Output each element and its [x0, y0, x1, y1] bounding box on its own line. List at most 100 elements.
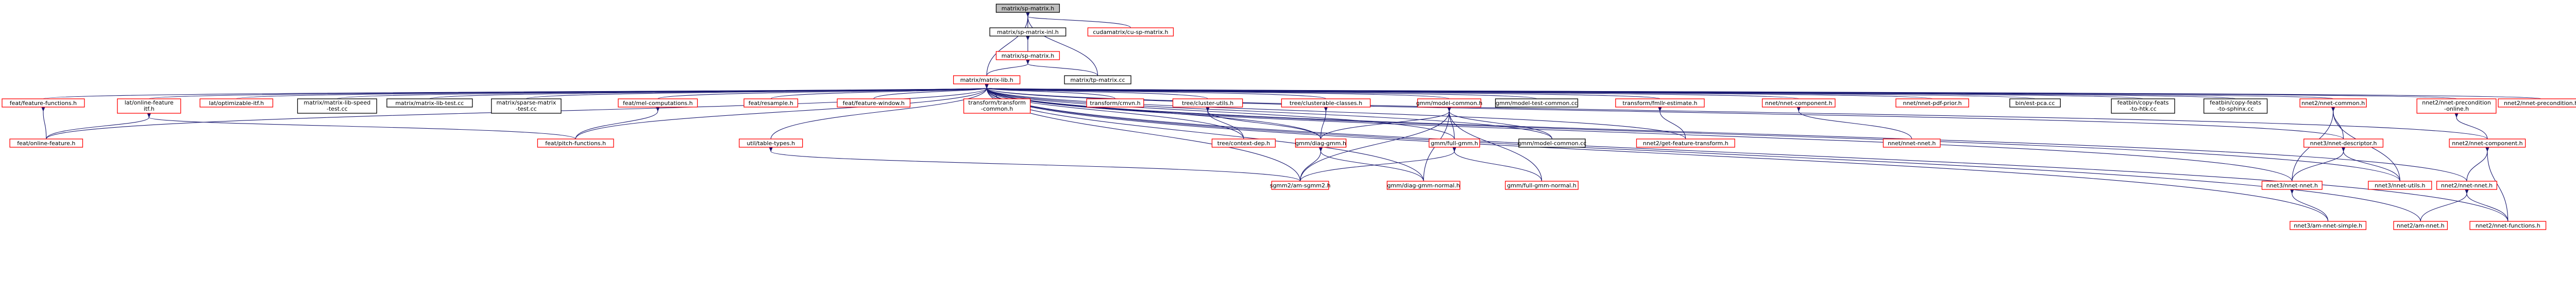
node-n25[interactable]: feat/online-feature.h: [9, 138, 83, 148]
node-box: [386, 98, 473, 108]
node-box: [2303, 138, 2384, 148]
node-tpcc[interactable]: matrix/tp-matrix.cc: [1064, 75, 1131, 84]
node-root[interactable]: matrix/sp-matrix.h: [995, 4, 1060, 13]
node-label: transform/cmvn.h: [1090, 100, 1140, 107]
node-n44[interactable]: nnet2/nnet-functions.h: [2469, 221, 2547, 230]
node-n37[interactable]: gmm/diag-gmm-normal.h: [1386, 181, 1461, 190]
node-n41[interactable]: nnet2/nnet-nnet.h: [2436, 181, 2498, 190]
node-label: nnet2/get-feature-transform.h: [1643, 140, 1728, 147]
node-cucu[interactable]: cudamatrix/cu-sp-matrix.h: [1087, 27, 1174, 37]
edge-mspm-mlib: [986, 59, 1030, 76]
edge-mlib-n27: [770, 83, 989, 140]
node-label: matrix/sparse-matrix: [497, 99, 556, 106]
edge-mlib-n40: [984, 83, 2400, 182]
node-n30[interactable]: gmm/full-gmm.h: [1429, 138, 1480, 148]
edge-n35-n41: [2466, 146, 2489, 182]
node-n28[interactable]: tree/context-dep.h: [1211, 138, 1276, 148]
node-label: nnet2/nnet-precondition: [2422, 99, 2491, 106]
node-label: transform/fmllr-estimate.h: [1622, 100, 1697, 107]
node-n11[interactable]: transform/cmvn.h: [1086, 98, 1144, 108]
edge-n34-n40: [2341, 146, 2400, 182]
node-label: lat/optimizable-itf.h: [209, 100, 264, 107]
edge-n23-n35: [2454, 112, 2488, 140]
edge-n13-n29: [1320, 106, 1328, 140]
node-n16[interactable]: transform/fmllr-estimate.h: [1615, 98, 1705, 108]
node-box: [537, 138, 614, 148]
node-box: [739, 138, 803, 148]
node-n7[interactable]: feat/mel-computations.h: [618, 98, 698, 108]
node-label: nnet2/nnet-functions.h: [2476, 222, 2540, 229]
node-n36[interactable]: sgmm2/am-sgmm2.h: [1270, 181, 1331, 190]
node-box: [995, 51, 1060, 60]
node-label: gmm/model-test-common.cc: [1496, 100, 1578, 107]
node-n12[interactable]: tree/cluster-utils.h: [1172, 98, 1243, 108]
node-n21[interactable]: featbin/copy-feats-to-sphinx.cc: [2204, 98, 2268, 114]
node-n6[interactable]: matrix/sparse-matrix-test.cc: [491, 98, 562, 114]
edge-n17-n33: [1797, 106, 1912, 140]
node-box: [989, 27, 1066, 37]
node-n1[interactable]: feat/feature-functions.h: [2, 98, 85, 108]
edge-mlib-n8: [770, 83, 989, 99]
node-n14[interactable]: gmm/model-common.h: [1416, 98, 1483, 108]
node-n42[interactable]: nnet3/am-nnet-simple.h: [2290, 221, 2367, 230]
node-box: [1386, 181, 1461, 190]
node-n31[interactable]: gmm/model-common.cc: [1518, 138, 1587, 148]
node-n26[interactable]: feat/pitch-functions.h: [537, 138, 614, 148]
node-label: matrix/sp-matrix-inl.h: [997, 29, 1059, 36]
node-label: matrix/sp-matrix.h: [1002, 5, 1055, 12]
node-n15[interactable]: gmm/model-test-common.cc: [1495, 98, 1579, 108]
node-box: [1087, 27, 1174, 37]
edge-n16-n32: [1657, 106, 1686, 140]
node-n24[interactable]: nnet2/nnet-precondition.h: [2498, 98, 2576, 108]
node-box: [995, 4, 1060, 13]
node-box: [1505, 181, 1579, 190]
node-n35[interactable]: nnet2/nnet-component.h: [2449, 138, 2526, 148]
node-n38[interactable]: gmm/full-gmm-normal.h: [1505, 181, 1579, 190]
node-n43[interactable]: nnet2/am-nnet.h: [2393, 221, 2448, 230]
edge-n39-n42: [2290, 188, 2329, 222]
node-mspm[interactable]: matrix/sp-matrix.h: [995, 51, 1060, 60]
node-n27[interactable]: util/table-types.h: [739, 138, 803, 148]
node-n9[interactable]: feat/feature-window.h: [837, 98, 911, 108]
node-n29[interactable]: gmm/diag-gmm.h: [1295, 138, 1347, 148]
node-n13[interactable]: tree/clusterable-classes.h: [1281, 98, 1371, 108]
node-n23[interactable]: nnet2/nnet-precondition-online.h: [2416, 98, 2497, 114]
node-n34[interactable]: nnet3/nnet-descriptor.h: [2303, 138, 2384, 148]
node-label: -to-sphinx.cc: [2217, 106, 2254, 112]
node-box: [2261, 181, 2323, 190]
node-n17[interactable]: nnet/nnet-component.h: [1761, 98, 1836, 108]
edge-mlib-n32: [984, 83, 1686, 140]
node-label: gmm/diag-gmm-normal.h: [1387, 182, 1460, 189]
node-n10[interactable]: transform/transform-common.h: [963, 98, 1031, 114]
node-label: gmm/full-gmm-normal.h: [1507, 182, 1576, 189]
edge-mlib-n42: [985, 83, 2329, 222]
node-label: feat/resample.h: [749, 100, 793, 107]
node-label: featbin/copy-feats: [2117, 99, 2169, 106]
node-n40[interactable]: nnet3/nnet-utils.h: [2368, 181, 2432, 190]
node-box: [963, 98, 1031, 114]
node-n32[interactable]: nnet2/get-feature-transform.h: [1636, 138, 1735, 148]
node-n39[interactable]: nnet3/nnet-nnet.h: [2261, 181, 2323, 190]
edge-n29-n36: [1300, 146, 1323, 182]
node-label: nnet2/am-nnet.h: [2397, 222, 2445, 229]
node-n3[interactable]: lat/optimizable-itf.h: [199, 98, 274, 108]
node-mlib[interactable]: matrix/matrix-lib.h: [953, 75, 1021, 84]
node-label: bin/est-pca.cc: [2015, 100, 2055, 107]
node-box: [2449, 138, 2526, 148]
node-n8[interactable]: feat/resample.h: [743, 98, 799, 108]
node-box: [1636, 138, 1735, 148]
node-label: feat/feature-functions.h: [10, 100, 77, 107]
edge-mlib-n39: [984, 83, 2293, 182]
edge-mlib-n34: [984, 83, 2344, 140]
node-n20[interactable]: featbin/copy-feats-to-htk.cc: [2111, 98, 2175, 114]
node-ctm[interactable]: matrix/sp-matrix-inl.h: [989, 27, 1066, 37]
node-n4[interactable]: matrix/matrix-lib-speed-test.cc: [297, 98, 377, 114]
node-n5[interactable]: matrix/matrix-lib-test.cc: [386, 98, 473, 108]
node-n19[interactable]: bin/est-pca.cc: [2009, 98, 2061, 108]
edge-n7-n26: [575, 106, 660, 140]
node-n33[interactable]: nnet/nnet-nnet.h: [1883, 138, 1941, 148]
node-box: [297, 98, 377, 114]
node-n18[interactable]: nnet/nnet-pdf-prior.h: [1895, 98, 1969, 108]
node-n22[interactable]: nnet2/nnet-common.h: [2299, 98, 2367, 108]
